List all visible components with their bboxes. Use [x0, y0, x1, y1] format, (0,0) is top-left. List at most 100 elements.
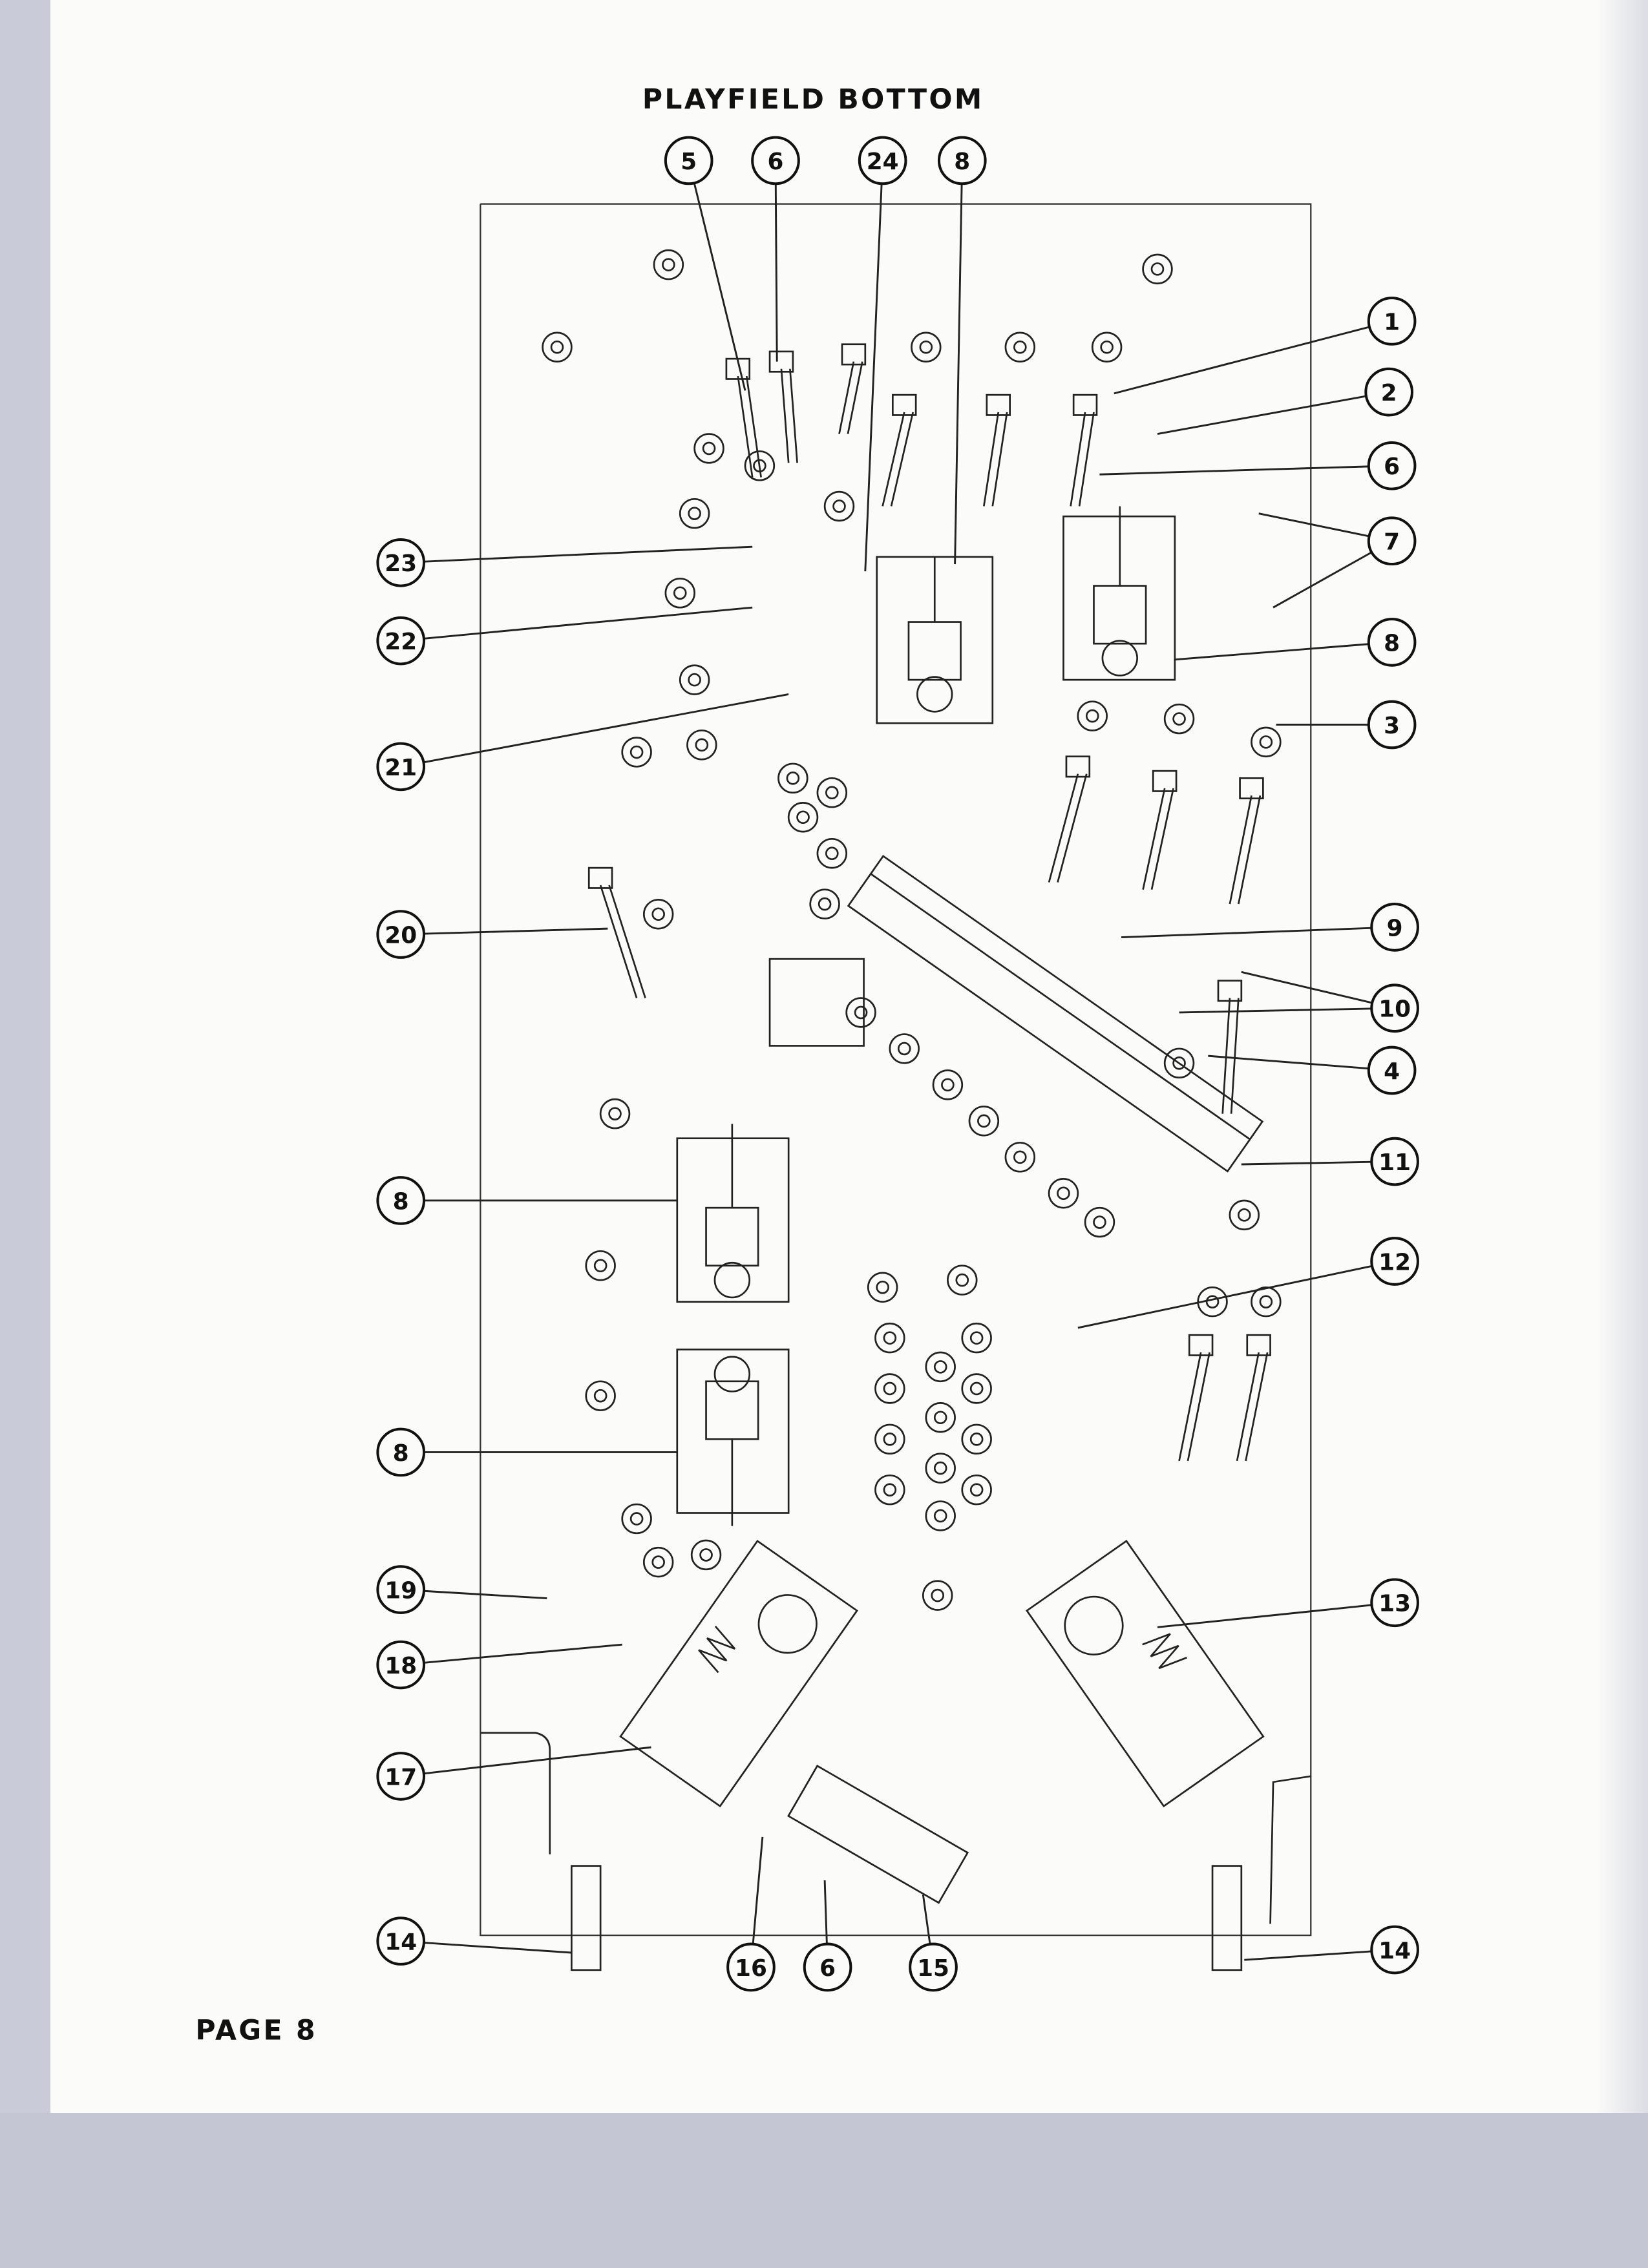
- lamp-socket: [679, 664, 710, 695]
- callout-4: 4: [1208, 1045, 1417, 1095]
- switch-arm: [725, 357, 762, 478]
- lamp-socket: [816, 777, 848, 808]
- coil-assembly: [1062, 506, 1176, 681]
- callout-circle: [726, 1942, 776, 1992]
- lamp-socket: [1163, 703, 1195, 735]
- switch-arm: [1236, 1334, 1271, 1462]
- lamp-socket: [679, 498, 710, 529]
- lamp-socket: [1077, 700, 1108, 731]
- switch-arm: [882, 394, 917, 507]
- lamp-socket: [874, 1474, 905, 1506]
- callout-number: 8: [393, 1188, 409, 1215]
- callout-circle: [751, 136, 800, 185]
- callout-number: 8: [1384, 630, 1400, 656]
- mechanism-drawings: [480, 249, 1311, 1971]
- leader-line: [954, 184, 963, 565]
- callout-number: 19: [385, 1578, 417, 1604]
- callout-8: 8: [376, 1176, 677, 1225]
- callout-number: 7: [1384, 529, 1400, 556]
- switch-arm: [1178, 1334, 1214, 1462]
- callout-circle: [1370, 1137, 1419, 1186]
- callout-circle: [1370, 1925, 1419, 1975]
- callout-7: 7: [1258, 512, 1417, 609]
- callout-number: 8: [954, 149, 970, 175]
- leader-line: [823, 1880, 828, 1944]
- leader-line: [1121, 927, 1372, 939]
- leader-line: [1273, 551, 1373, 609]
- callout-5: 5: [664, 136, 746, 391]
- callout-number: 3: [1384, 713, 1400, 739]
- lamp-socket: [1048, 1178, 1079, 1209]
- leader-line: [1179, 1007, 1372, 1014]
- callout-number: 2: [1381, 380, 1397, 406]
- lamp-socket: [664, 578, 695, 609]
- lamp-socket: [690, 1539, 722, 1571]
- lamp-socket: [653, 249, 684, 280]
- callout-number: 12: [1379, 1249, 1411, 1276]
- lamp-socket: [925, 1402, 956, 1433]
- callout-circle: [1367, 441, 1417, 490]
- switch-arm: [1142, 770, 1178, 890]
- leader-line: [423, 545, 753, 563]
- callout-number: 16: [735, 1955, 767, 1982]
- lamp-socket: [925, 1351, 956, 1383]
- lamp-socket: [1091, 331, 1123, 362]
- lamp-socket: [621, 737, 652, 768]
- callout-circle: [909, 1942, 958, 1992]
- callout-8: 8: [1174, 618, 1417, 667]
- switch-arm: [1217, 980, 1243, 1114]
- lamp-socket: [968, 1106, 1000, 1137]
- callout-circle: [1367, 1045, 1417, 1095]
- leader-line: [423, 693, 789, 764]
- callout-21: 21: [376, 693, 789, 792]
- lamp-socket: [816, 837, 848, 869]
- callout-number: 17: [385, 1764, 417, 1790]
- callout-circle: [376, 1752, 426, 1801]
- callout-circle: [1367, 700, 1417, 750]
- callout-circle: [858, 136, 907, 185]
- leader-line: [1077, 1265, 1373, 1329]
- callout-circle: [664, 136, 713, 185]
- flipper-assembly-left: [619, 1539, 858, 1808]
- lamp-socket: [1163, 1047, 1195, 1079]
- coil-assembly: [676, 1124, 790, 1303]
- post: [1211, 1865, 1243, 1971]
- callout-number: 10: [1379, 996, 1411, 1023]
- lamp-socket: [1229, 1199, 1260, 1231]
- callout-number: 9: [1387, 915, 1403, 941]
- callout-circle: [1364, 367, 1413, 417]
- callout-circle: [1370, 903, 1419, 952]
- lamp-socket: [874, 1423, 905, 1455]
- bracket: [768, 958, 865, 1047]
- callout-3: 3: [1276, 700, 1417, 750]
- callout-8: 8: [937, 136, 987, 565]
- lamp-socket: [599, 1098, 631, 1129]
- lamp-socket: [911, 331, 942, 362]
- callout-circle: [376, 910, 426, 959]
- lamp-socket: [787, 802, 819, 833]
- switch-arm: [1229, 777, 1264, 905]
- callout-6: 6: [751, 136, 800, 362]
- callout-number: 6: [819, 1955, 836, 1982]
- leader-line: [1241, 1160, 1372, 1166]
- callout-circle: [937, 136, 987, 185]
- lamp-socket: [1004, 331, 1036, 362]
- lamp-socket: [686, 730, 717, 761]
- document-page: [50, 0, 1621, 2113]
- callout-number: 6: [768, 149, 784, 175]
- callout-circle: [376, 1640, 426, 1690]
- callout-circle: [376, 1176, 426, 1225]
- leader-line: [1244, 1950, 1372, 1961]
- leader-line: [423, 1643, 622, 1664]
- coil-assembly: [876, 556, 994, 724]
- lamp-socket: [823, 490, 855, 522]
- lamp-socket: [809, 888, 840, 919]
- callout-10: 10: [1179, 971, 1419, 1033]
- leader-line: [1099, 465, 1369, 476]
- callout-23: 23: [376, 538, 753, 587]
- callout-circle: [1370, 1578, 1419, 1628]
- switch-arm: [1070, 394, 1098, 507]
- callout-17: 17: [376, 1746, 651, 1801]
- lamp-socket: [961, 1373, 992, 1404]
